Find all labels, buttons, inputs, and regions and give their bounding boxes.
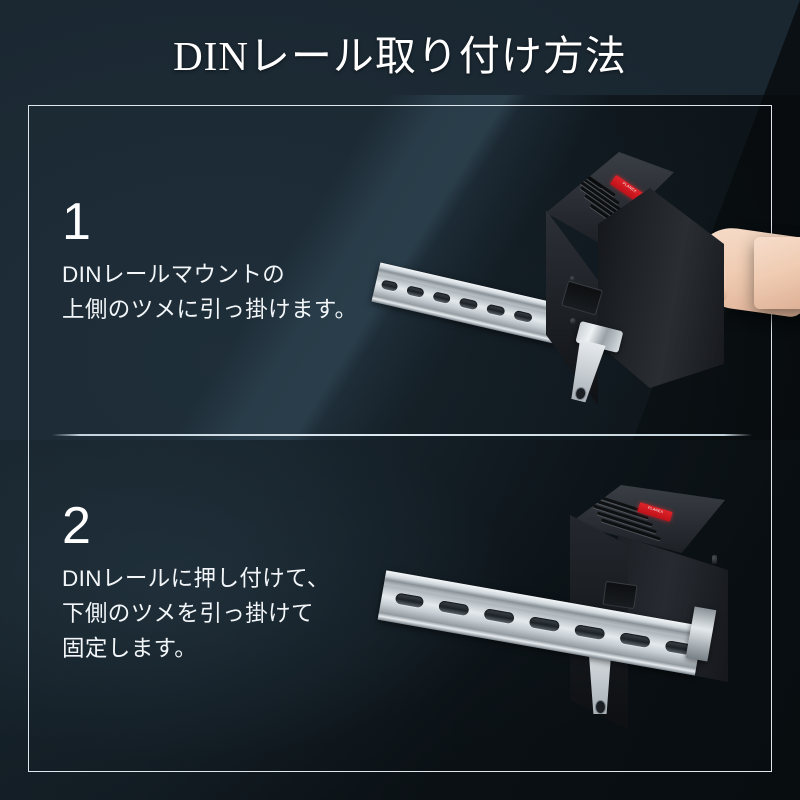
device-unit-step2: PLANEX [560,485,750,730]
step-1-line-1: DINレールマウントの [62,262,286,287]
device-screw [570,318,576,324]
step-1-line-2: 上側のツメに引っ掛けます。 [62,296,358,322]
step-2-line-1: DINレールに押し付けて、 [62,566,330,591]
step-2-description: DINレールに押し付けて、 下側のツメを引っ掛けて 固定します。 [62,562,330,667]
step-2-number: 2 [62,497,91,555]
mounting-clip-hole [595,700,606,714]
page-title: DINレール取り付け方法 [173,33,627,79]
section-divider [52,434,752,436]
step-2-illustration: PLANEX [0,440,800,775]
device-screw [712,555,717,564]
step-1-illustration: PLANEX [371,150,800,405]
hand-wrist [754,237,800,309]
step-1-text-block: 1 DINレールマウントの 上側のツメに引っ掛けます。 [62,196,357,328]
step-2-text-block: 2 DINレールに押し付けて、 下側のツメを引っ掛けて 固定します。 [62,500,330,667]
step-1-number: 1 [62,193,91,251]
device-unit-step1: PLANEX [540,150,724,405]
device-port [602,580,638,610]
din-rail-step1 [371,262,566,345]
step-2-line-3: 固定します。 [62,635,198,661]
device-screw [570,276,575,281]
step-1-description: DINレールマウントの 上側のツメに引っ掛けます。 [62,258,357,328]
step-2-line-2: 下側のツメを引っ掛けて [62,600,314,626]
